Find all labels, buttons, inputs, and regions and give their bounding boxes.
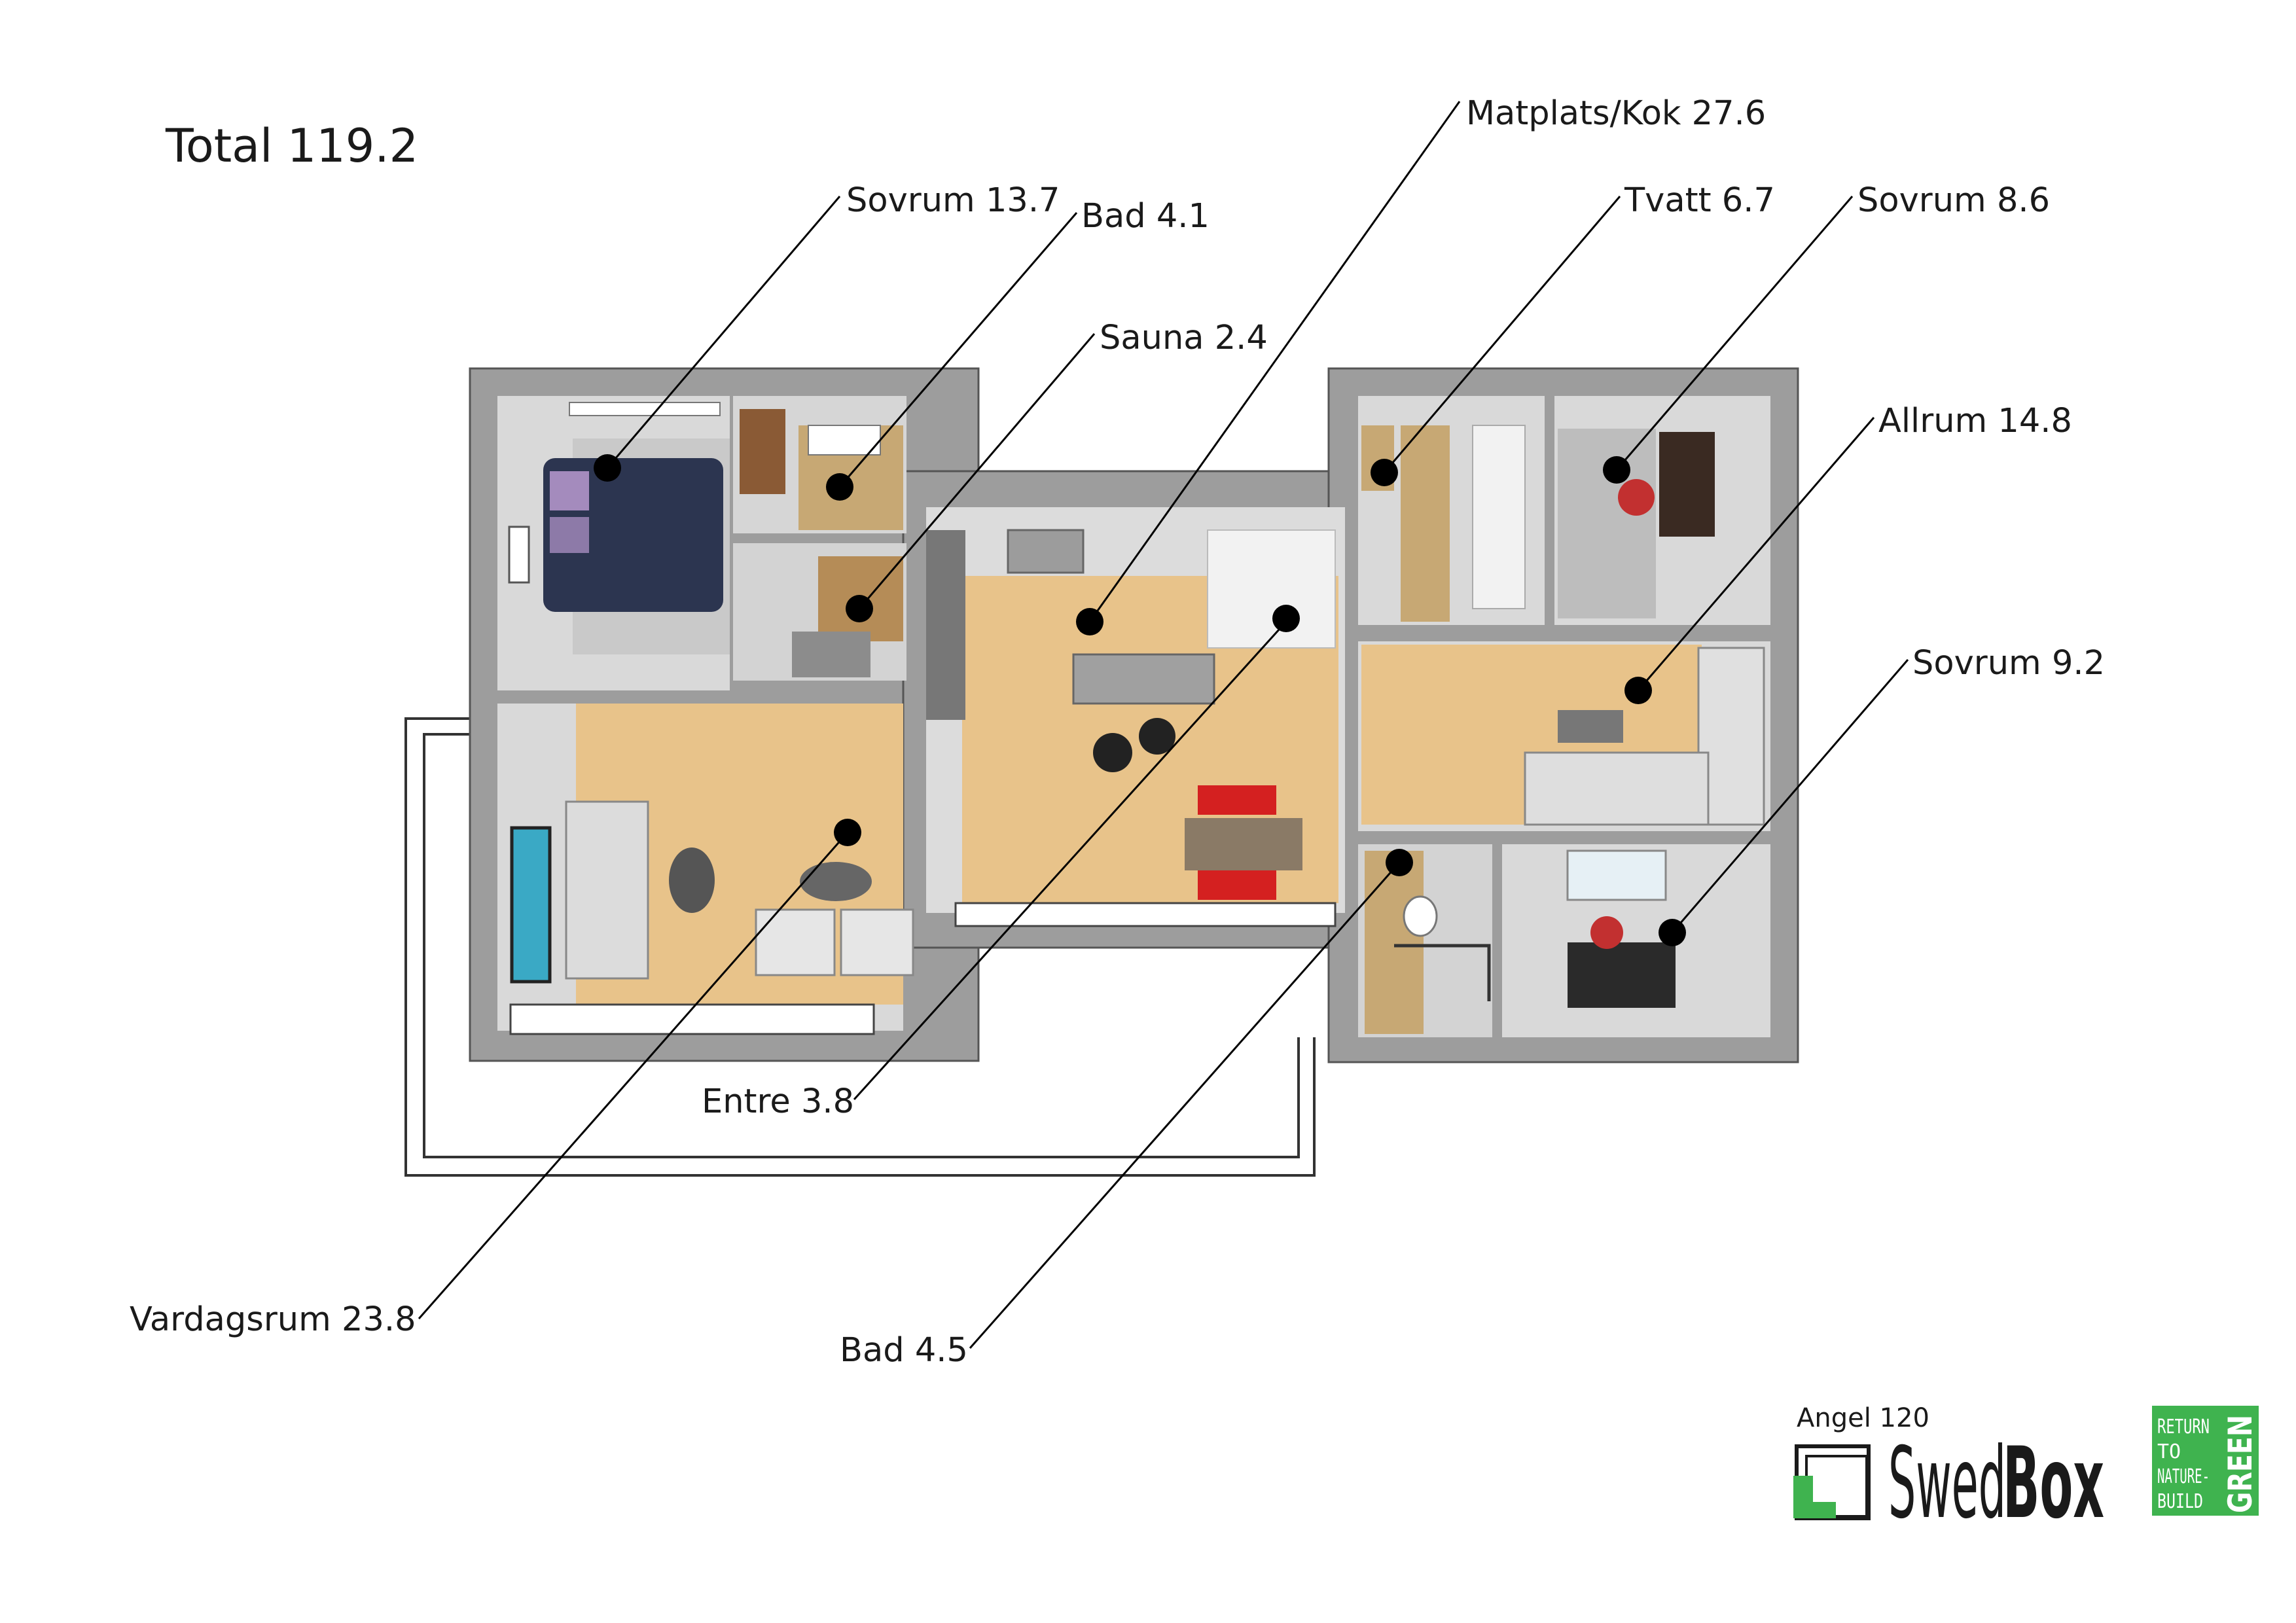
room-bad-4-5: [1358, 844, 1492, 1037]
room-label-sauna-2-4: Sauna 2.4: [1100, 319, 1268, 357]
green-line-2: TO: [2157, 1440, 2181, 1463]
marker-bad-4-5: [1386, 849, 1413, 876]
room-matplats-kok-27-6: [926, 507, 1345, 927]
room-label-sovrum-9-2: Sovrum 9.2: [1912, 644, 2105, 683]
brand-box: Box: [2003, 1427, 2104, 1541]
room-tvatt-6-7: [1358, 396, 1545, 625]
marker-sauna-2-4: [846, 595, 873, 622]
marker-entre: [1272, 605, 1300, 632]
swedbox-branding: Angel 120 Swed Box: [1793, 1403, 2104, 1541]
room-label-bad-4-1: Bad 4.1: [1081, 197, 1210, 236]
room-label-allrum-14-8: Allrum 14.8: [1878, 402, 2072, 440]
room-label-tvatt-6-7: Tvatt 6.7: [1624, 181, 1775, 220]
balcony-outline: [404, 717, 1316, 1177]
marker-allrum: [1624, 677, 1652, 704]
room-sauna-2-4: [733, 543, 906, 681]
marker-vardagsrum: [834, 819, 861, 846]
green-word: GREEN: [2221, 1415, 2259, 1513]
brand-swed: Swed: [1888, 1427, 2006, 1541]
green-line-3: NATURE-: [2157, 1465, 2210, 1488]
room-marker-dots: [594, 454, 1686, 946]
green-line-4: BUILD: [2157, 1490, 2203, 1513]
marker-sovrum-9-2: [1659, 919, 1686, 946]
room-labels: Sovrum 13.7 Bad 4.1 Sauna 2.4 Matplats/K…: [130, 94, 2105, 1370]
model-name: Angel 120: [1797, 1403, 1929, 1433]
room-markers: [418, 101, 1909, 1349]
room-label-vardagsrum-23-8: Vardagsrum 23.8: [130, 1300, 416, 1339]
total-area-label: Total 119.2: [165, 119, 418, 173]
room-label-sovrum-8-6: Sovrum 8.6: [1857, 181, 2050, 220]
room-label-matplats-kok: Matplats/Kok 27.6: [1466, 94, 1766, 133]
swedbox-logo-icon: [1793, 1444, 1871, 1520]
room-allrum-14-8: [1358, 641, 1770, 831]
marker-bad-4-1: [826, 473, 853, 501]
room-sovrum-13-7: [497, 396, 730, 690]
marker-sovrum-13-7: [594, 454, 621, 482]
room-bad-4-1: [733, 396, 906, 533]
marker-tvatt: [1371, 459, 1398, 486]
marker-matplats-kok: [1076, 608, 1103, 635]
room-label-sovrum-13-7: Sovrum 13.7: [846, 181, 1060, 220]
building-drawing: [404, 367, 1799, 1177]
room-sovrum-8-6: [1554, 396, 1770, 625]
room-label-entre-3-8: Entre 3.8: [702, 1082, 854, 1121]
room-label-bad-4-5: Bad 4.5: [840, 1331, 968, 1370]
green-build-logo: RETURN TO NATURE- BUILD GREEN: [2152, 1406, 2259, 1516]
room-vardagsrum-23-8: [497, 704, 914, 1035]
room-sovrum-9-2: [1502, 844, 1770, 1037]
marker-sovrum-8-6: [1603, 456, 1630, 484]
green-line-1: RETURN: [2157, 1416, 2210, 1438]
